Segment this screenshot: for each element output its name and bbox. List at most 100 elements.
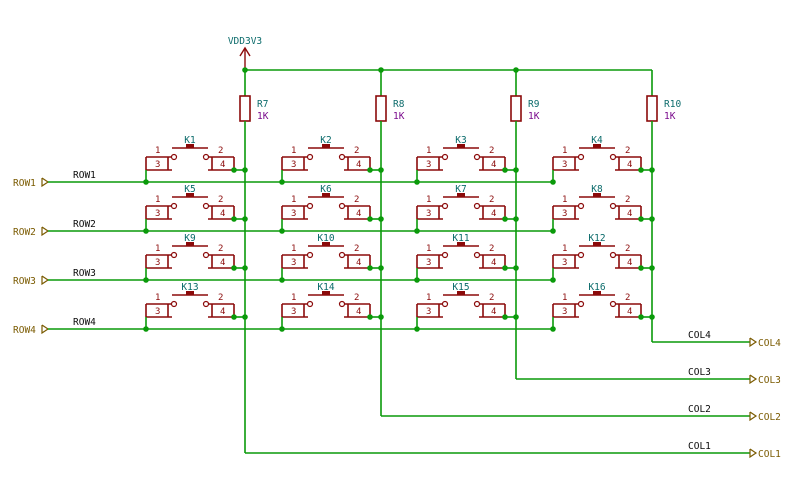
switch-contact	[202, 153, 210, 161]
column-net-label: COL3	[688, 367, 711, 378]
resistor-ref: R10	[664, 99, 681, 110]
switch-ref: K13	[181, 282, 198, 293]
row-junction	[414, 228, 420, 234]
global-label-col2: COL2	[749, 411, 781, 423]
switch-plunger	[322, 242, 330, 246]
switch-ref: K7	[455, 184, 466, 195]
pin-number: 1	[291, 195, 296, 205]
row-junction	[143, 326, 149, 332]
column-junction	[513, 314, 519, 320]
column-junction	[242, 265, 248, 271]
switch-ref: K6	[320, 184, 332, 195]
row-junction	[279, 326, 285, 332]
switch-ref: K12	[588, 233, 605, 244]
switch-contact	[441, 153, 449, 161]
row-junction	[279, 228, 285, 234]
switch-ref: K1	[184, 135, 196, 146]
pin-number: 3	[291, 160, 296, 170]
row-junction	[279, 179, 285, 185]
switch-contact	[306, 202, 314, 210]
global-label-text: COL1	[758, 449, 781, 460]
pin-number: 2	[489, 244, 494, 254]
pin-number: 2	[218, 195, 223, 205]
row-junction	[143, 179, 149, 185]
pin-number: 1	[562, 146, 567, 156]
row-junction	[550, 277, 556, 283]
pin-number: 3	[562, 258, 567, 268]
switch-pin-junction	[502, 314, 508, 320]
switch-contact	[338, 300, 346, 308]
global-label-arrow	[41, 177, 50, 188]
global-label-row4: ROW4	[13, 324, 50, 336]
switch-contact	[170, 153, 178, 161]
pin-number: 1	[155, 146, 160, 156]
global-label-text: ROW2	[13, 227, 36, 238]
pin-number: 3	[291, 307, 296, 317]
switch-plunger	[593, 242, 601, 246]
resistor-body	[239, 95, 251, 122]
resistor-ref: R9	[528, 99, 540, 110]
pin-number: 3	[291, 258, 296, 268]
switch-plunger	[186, 242, 194, 246]
row-junction	[414, 326, 420, 332]
pin-number: 1	[562, 293, 567, 303]
switch-plunger	[457, 193, 465, 197]
global-label-arrow	[749, 337, 758, 348]
switch-ref: K10	[317, 233, 334, 244]
switch-pin-junction	[367, 216, 373, 222]
pin-number: 3	[426, 209, 431, 219]
switch-plunger	[186, 144, 194, 148]
switch-pin-junction	[367, 265, 373, 271]
switch-ref: K15	[452, 282, 469, 293]
switch-ref: K3	[455, 135, 466, 146]
pin-number: 3	[562, 209, 567, 219]
switch-plunger	[457, 144, 465, 148]
switch-ref: K14	[317, 282, 334, 293]
switch-ref: K11	[452, 233, 469, 244]
pin-number: 1	[562, 244, 567, 254]
pin-number: 2	[218, 146, 223, 156]
pin-number: 2	[354, 195, 359, 205]
switch-contact	[577, 153, 585, 161]
column-junction	[242, 167, 248, 173]
switch-contact	[609, 153, 617, 161]
global-label-arrow	[749, 374, 758, 385]
pin-number: 1	[291, 244, 296, 254]
switch-pin-junction	[502, 265, 508, 271]
pin-number: 4	[220, 307, 225, 317]
resistor-body	[375, 95, 387, 122]
switch-pin-junction	[231, 216, 237, 222]
column-junction	[513, 167, 519, 173]
switch-ref: K4	[591, 135, 603, 146]
row-net-label: ROW3	[73, 268, 96, 279]
pin-number: 3	[426, 307, 431, 317]
resistor-ref: R8	[393, 99, 405, 110]
switch-pin-junction	[231, 167, 237, 173]
column-junction	[378, 167, 384, 173]
row-junction	[550, 228, 556, 234]
pin-number: 1	[155, 195, 160, 205]
column-net-label: COL2	[688, 404, 711, 415]
resistor-value: 1K	[393, 111, 405, 122]
row-junction	[414, 277, 420, 283]
switch-pin-junction	[367, 314, 373, 320]
switch-contact	[170, 251, 178, 259]
pin-number: 4	[491, 258, 496, 268]
row-junction	[143, 228, 149, 234]
switch-contact	[338, 153, 346, 161]
switch-contact	[202, 300, 210, 308]
switch-plunger	[322, 193, 330, 197]
